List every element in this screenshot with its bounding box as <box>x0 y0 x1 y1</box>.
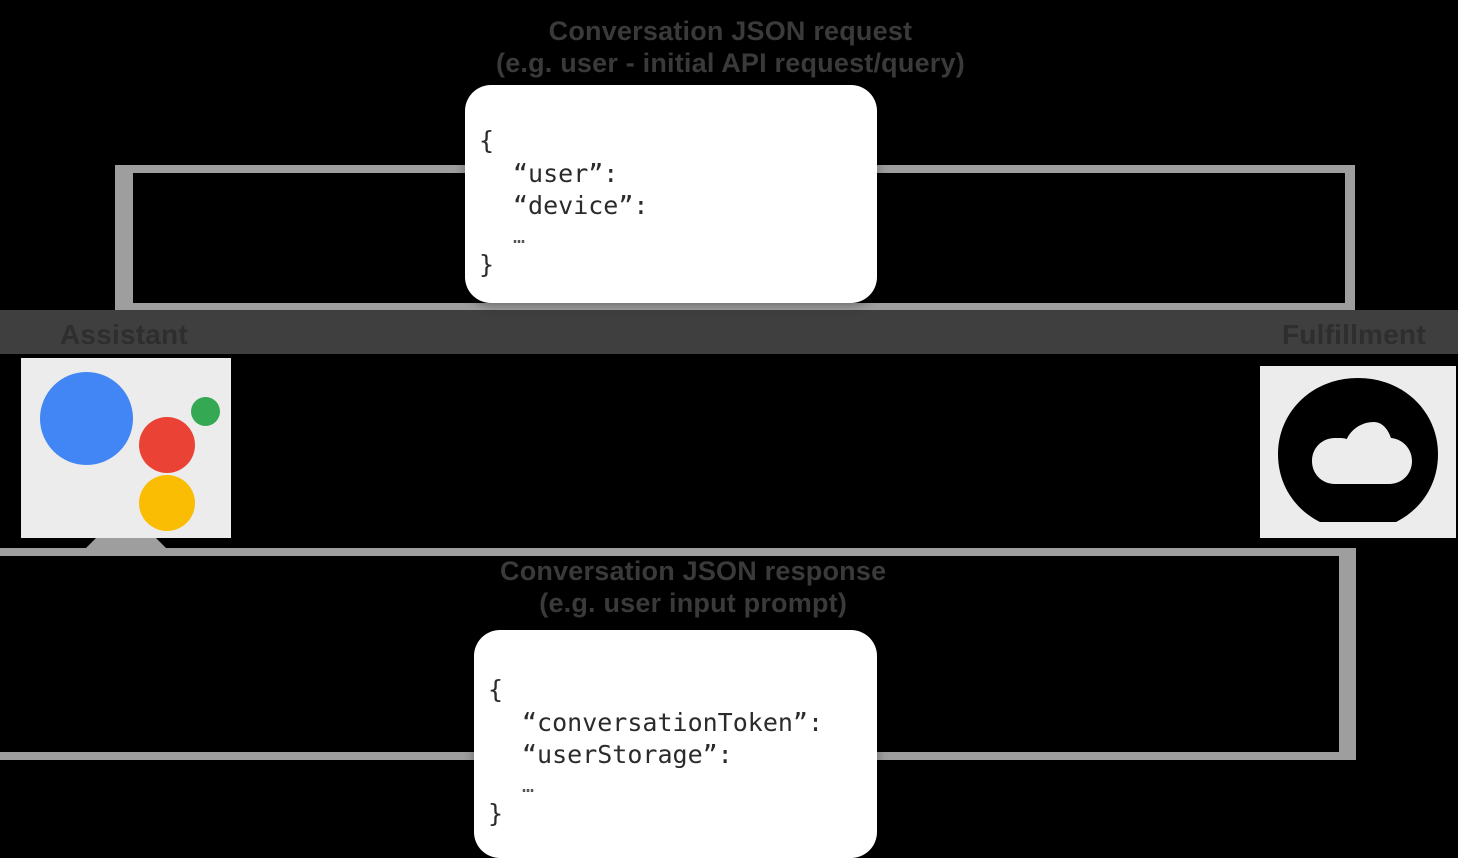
json-key-device: “device”: <box>513 191 649 220</box>
bottom-flow-label-line1: Conversation JSON response <box>500 556 887 586</box>
json-open-brace: { <box>488 675 504 704</box>
bottom-flow-label: Conversation JSON response (e.g. user in… <box>500 556 886 620</box>
mid-separator-strip <box>0 310 1458 354</box>
top-flow-label-line1: Conversation JSON request <box>548 16 913 46</box>
top-json-card: { “user”: “device”: … } <box>465 85 877 303</box>
json-ellipsis: … <box>522 772 537 797</box>
json-key-conversation-token: “conversationToken”: <box>522 707 824 737</box>
json-key-user-storage: “userStorage”: <box>522 740 733 769</box>
cloud-functions-icon <box>1260 366 1456 538</box>
json-close-brace: } <box>488 798 504 828</box>
cloud-glyph-icon <box>1278 378 1438 522</box>
bottom-json-card: { “conversationToken”: “userStorage”: … … <box>474 630 877 858</box>
assistant-node-label: Assistant <box>60 319 188 350</box>
assistant-dot-green-icon <box>191 397 220 426</box>
bottom-flow-label-line2: (e.g. user input prompt) <box>539 587 848 618</box>
fulfillment-node-label: Fulfillment <box>1282 319 1426 350</box>
json-open-brace: { <box>479 126 495 155</box>
json-close-brace: } <box>479 249 495 279</box>
assistant-dot-blue-icon <box>40 372 133 465</box>
top-flow-label-line2: (e.g. user - initial API request/query) <box>496 47 965 78</box>
top-flow-label: Conversation JSON request (e.g. user - i… <box>496 16 965 80</box>
json-key-user: “user”: <box>513 158 619 188</box>
assistant-dot-red-icon <box>139 417 195 473</box>
json-ellipsis: … <box>513 223 528 248</box>
google-assistant-icon <box>21 358 231 538</box>
assistant-dot-yellow-icon <box>139 475 195 531</box>
